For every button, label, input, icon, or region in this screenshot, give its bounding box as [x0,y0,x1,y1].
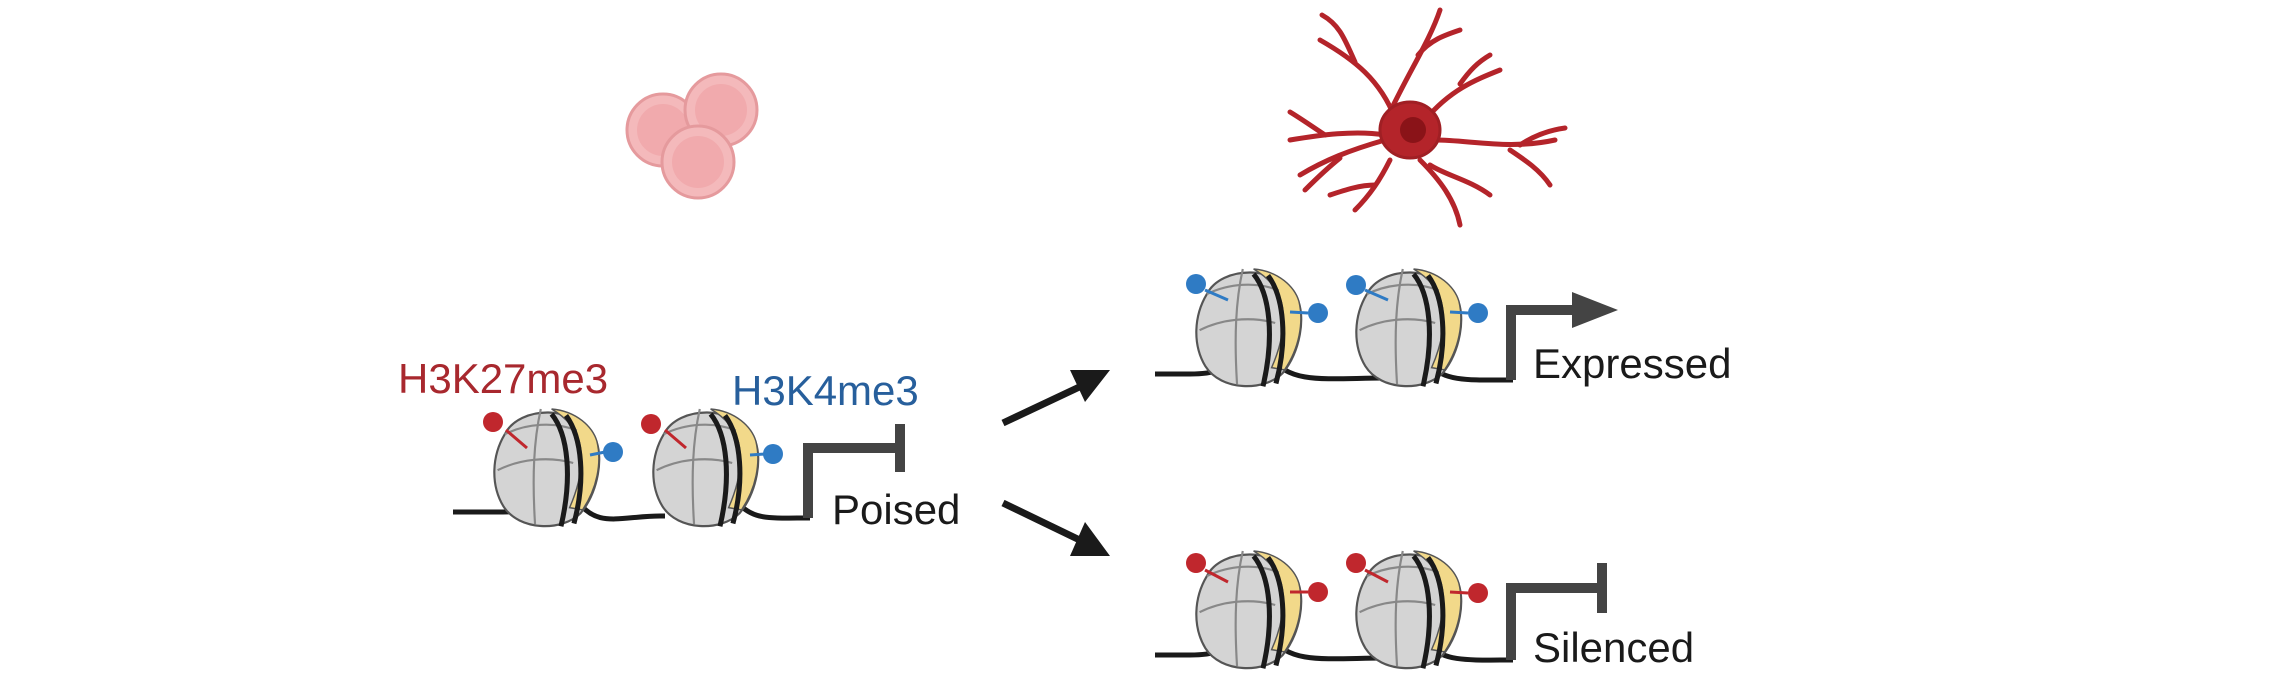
h3k27me3-mark [1346,553,1366,573]
arrow-to-expressed [1001,378,1092,427]
h3k27me3-mark [641,414,661,434]
h3k4me3-mark [1186,274,1206,294]
h3k4me3-mark [603,442,623,462]
nucleosome-icon [1356,269,1461,386]
poised-label: Poised [832,486,960,533]
h3k27me3-mark [1308,582,1328,602]
transition-arrows [1001,370,1110,556]
nucleosome-icon [1196,269,1301,386]
poised-construct [453,409,905,526]
stem-cell-cluster-icon [625,72,759,200]
neuron-icon [1287,7,1568,228]
h3k4me3-mark [1468,303,1488,323]
h3k27me3-mark [1186,553,1206,573]
silenced-construct [1155,551,1607,668]
nucleosome-icon [1356,551,1461,668]
h3k4me3-label: H3K4me3 [732,367,919,414]
dna-strand [738,503,811,521]
promoter-blocked-symbol [1506,583,1602,660]
h3k27me3-mark [483,412,503,432]
expressed-label: Expressed [1533,340,1731,387]
nucleosome-icon [1196,551,1301,668]
nucleosome-icon [494,409,599,526]
promoter-blocked-symbol [803,443,900,518]
h3k4me3-mark [1346,275,1366,295]
h3k4me3-mark [1308,303,1328,323]
arrow-to-silenced [1001,499,1092,549]
nucleosome-icon [653,409,758,526]
promoter-active-arrow [1506,305,1575,380]
h3k27me3-mark [1468,583,1488,603]
h3k4me3-mark [763,444,783,464]
expressed-construct [1155,269,1618,386]
silenced-label: Silenced [1533,624,1694,671]
h3k27me3-label: H3K27me3 [398,355,608,402]
